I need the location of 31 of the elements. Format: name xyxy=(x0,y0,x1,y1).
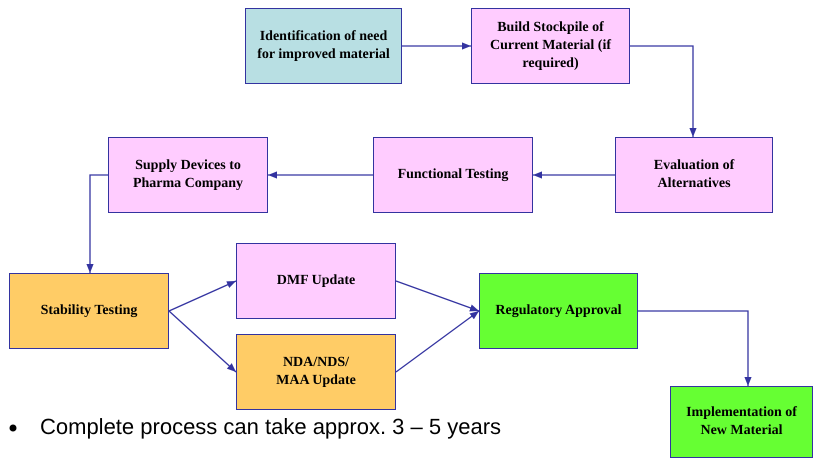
bullet-point: Complete process can take approx. 3 – 5 years xyxy=(40,414,502,440)
arrow xyxy=(168,310,236,372)
box-label: Identification of need for improved material xyxy=(256,28,391,64)
arrow xyxy=(396,310,480,373)
process-box xyxy=(236,334,396,410)
arrow xyxy=(533,171,615,179)
box-label: DMF Update xyxy=(276,272,356,290)
process-box xyxy=(479,273,638,349)
process-box xyxy=(108,137,268,213)
process-box xyxy=(9,273,169,349)
box-label: Implementation of New Material xyxy=(685,404,798,440)
arrow xyxy=(168,280,236,312)
arrow xyxy=(402,42,471,50)
process-box xyxy=(471,8,630,84)
arrow xyxy=(86,174,108,273)
arrow xyxy=(268,171,373,179)
arrow xyxy=(638,310,752,386)
process-box xyxy=(615,137,773,213)
process-box xyxy=(245,8,402,84)
process-box xyxy=(236,243,396,319)
box-label: Supply Devices to Pharma Company xyxy=(132,156,244,193)
arrow xyxy=(630,45,697,137)
box-label: Functional Testing xyxy=(396,166,510,184)
box-label: Build Stockpile of Current Material (if required) xyxy=(488,18,612,74)
box-label: Stability Testing xyxy=(40,302,138,320)
arrow xyxy=(396,280,480,312)
box-label: NDA/NDS/ MAA Update xyxy=(275,354,357,390)
box-label: Evaluation of Alternatives xyxy=(652,156,736,193)
process-box xyxy=(373,137,533,213)
process-box xyxy=(670,386,813,458)
box-label: Regulatory Approval xyxy=(494,302,623,320)
